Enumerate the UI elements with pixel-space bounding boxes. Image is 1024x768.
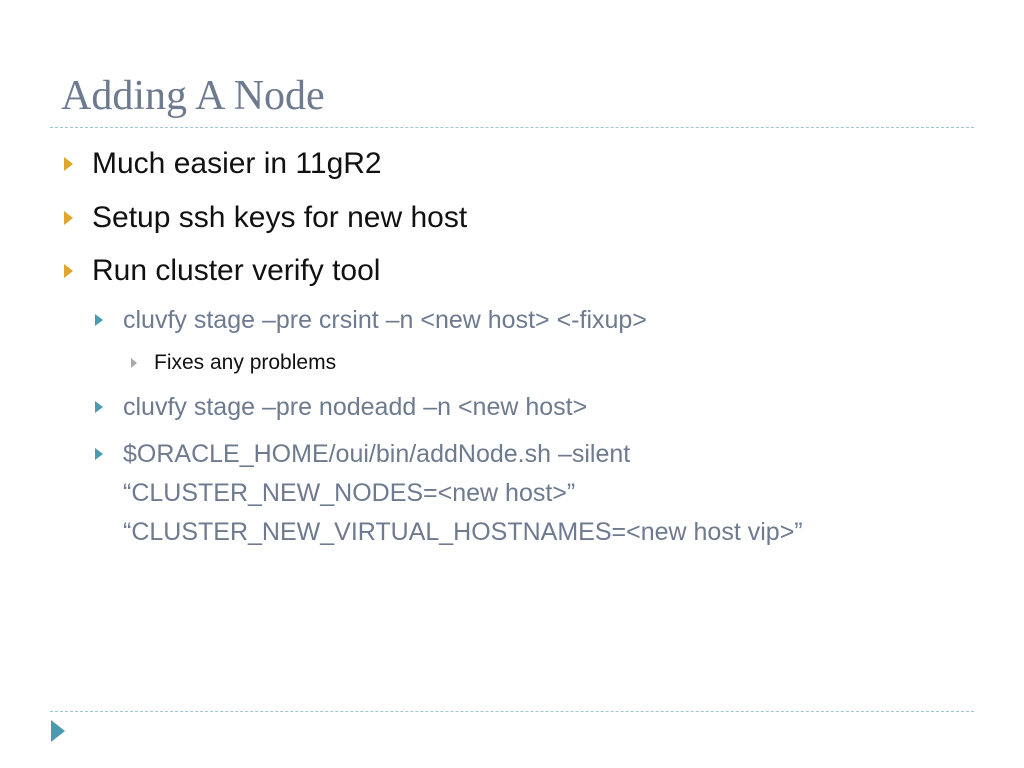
bullet-icon <box>64 211 73 225</box>
title-divider <box>50 127 974 128</box>
sub-bullet-text: cluvfy stage –pre nodeadd –n <new host> <box>123 393 588 421</box>
sub-bullet-icon <box>95 314 103 326</box>
sub-bullet-text-line: “CLUSTER_NEW_VIRTUAL_HOSTNAMES=<new host… <box>123 518 803 546</box>
bullet-icon <box>64 264 73 278</box>
sub-bullet-text: cluvfy stage –pre crsint –n <new host> <… <box>123 306 647 334</box>
sub-sub-bullet-icon <box>131 358 137 368</box>
sub-bullet-text-line: $ORACLE_HOME/oui/bin/addNode.sh –silent <box>123 440 631 468</box>
sub-sub-bullet-text: Fixes any problems <box>154 351 337 374</box>
bullet-text: Much easier in 11gR2 <box>92 147 382 180</box>
bullet-icon <box>64 157 73 171</box>
bullet-text: Run cluster verify tool <box>92 254 381 287</box>
slide-title: Adding A Node <box>61 73 325 119</box>
sub-bullet-icon <box>95 448 103 460</box>
sub-bullet-text-line: “CLUSTER_NEW_NODES=<new host>” <box>123 479 576 507</box>
footer-divider <box>50 711 974 712</box>
bullet-text: Setup ssh keys for new host <box>92 201 468 234</box>
sub-bullet-icon <box>95 401 103 413</box>
play-arrow-icon <box>51 720 65 742</box>
